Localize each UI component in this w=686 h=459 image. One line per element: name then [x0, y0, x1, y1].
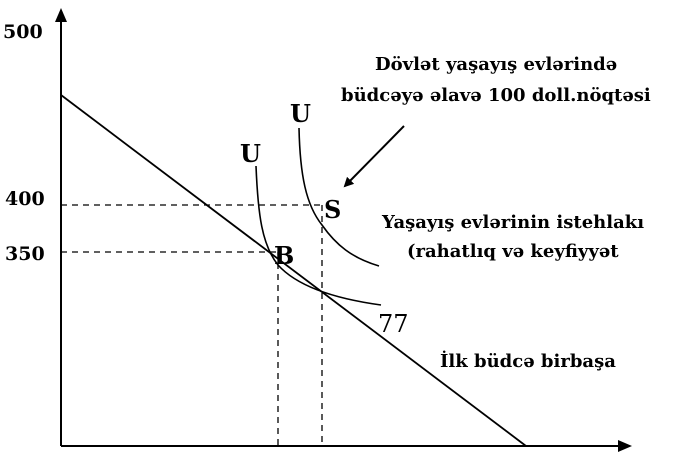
y-tick-400: 400 — [5, 188, 45, 210]
point-b-label: B — [274, 241, 294, 270]
curve-label-u-left: U — [240, 139, 261, 168]
x-axis-arrow-icon — [618, 440, 632, 452]
annotation-govt-line2: büdcəyə əlavə 100 doll.nöqtəsi — [341, 85, 651, 106]
y-axis-arrow-icon — [55, 8, 67, 22]
curve-label-u-right: U — [290, 99, 311, 128]
annotation-budget: İlk büdcə birbaşa — [440, 349, 616, 372]
annotation-govt-line1: Dövlət yaşayış evlərində — [375, 54, 617, 75]
indifference-curve-2 — [298, 127, 380, 267]
budget-line — [60, 94, 527, 447]
point-s-label: S — [324, 195, 341, 224]
curve-label-77: 77 — [378, 310, 409, 338]
annotation-housing-line2: (rahatlıq və keyfiyyət — [407, 241, 619, 262]
annotation-housing-line1: Yaşayış evlərinin istehlakı — [381, 212, 644, 233]
annotation-arrow — [343, 125, 405, 188]
y-tick-500: 500 — [3, 21, 43, 43]
indifference-curve-1 — [255, 165, 382, 306]
y-tick-350: 350 — [5, 243, 45, 265]
